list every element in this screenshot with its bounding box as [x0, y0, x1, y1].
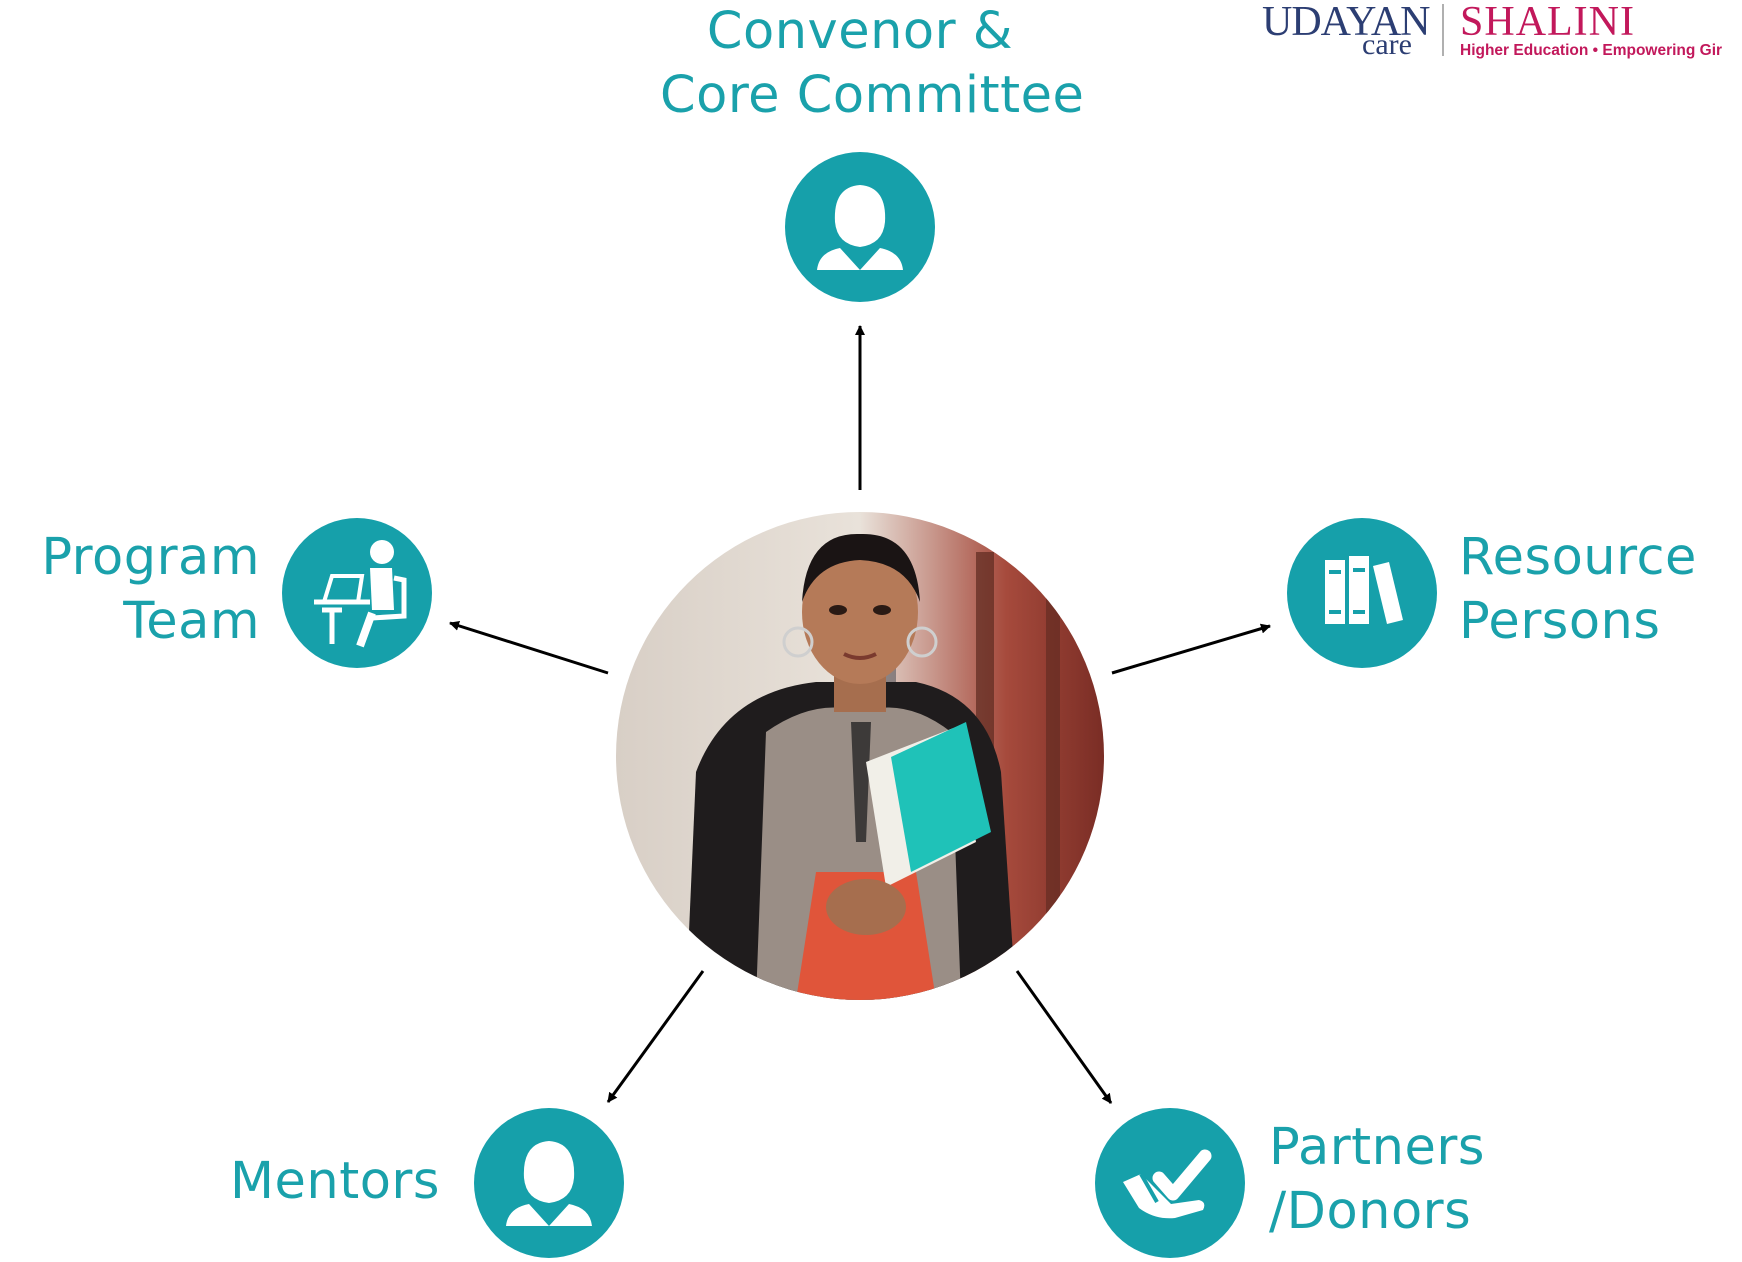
node-label-convenor-line2: Core Committee: [660, 66, 1085, 125]
logo-care: care: [1362, 28, 1412, 61]
person-at-laptop-icon: [314, 540, 407, 648]
node-program-team: [282, 518, 432, 668]
arrow-to-right: [1111, 623, 1271, 675]
node-label-partners-donors: Partners /Donors: [1269, 1116, 1485, 1244]
logo-udayan: UDAYAN: [1262, 0, 1430, 45]
node-label-program-team-line2: Team: [123, 592, 260, 651]
logo-shalini: SHALINI: [1460, 0, 1635, 45]
node-mentors: [474, 1108, 624, 1258]
node-label-partners-donors-line1: Partners: [1269, 1118, 1485, 1177]
logo: UDAYAN care SHALINI Higher Education • E…: [1262, 0, 1742, 66]
node-label-resource-persons-line1: Resource: [1459, 528, 1697, 587]
node-label-program-team: Program Team: [20, 526, 260, 654]
node-resource-persons: [1287, 518, 1437, 668]
node-label-convenor: Convenor & Core Committee: [660, 0, 1085, 128]
arrow-to-bottom-left: [606, 970, 705, 1103]
node-label-convenor-line1: Convenor &: [706, 2, 1014, 61]
node-label-mentors-line1: Mentors: [230, 1152, 440, 1211]
logo-tagline: Higher Education • Empowering Gir: [1460, 42, 1723, 59]
arrow-to-bottom-right: [1015, 970, 1113, 1104]
node-label-program-team-line1: Program: [41, 528, 260, 587]
student-photo: [616, 512, 1104, 1000]
node-label-resource-persons-line2: Persons: [1459, 592, 1661, 651]
books-icon: [1325, 556, 1403, 624]
logo-divider: [1442, 4, 1444, 56]
person-icon: [817, 185, 903, 270]
node-label-partners-donors-line2: /Donors: [1269, 1182, 1472, 1241]
person-icon: [506, 1141, 592, 1226]
node-label-mentors: Mentors: [230, 1150, 440, 1214]
node-label-resource-persons: Resource Persons: [1459, 526, 1697, 654]
hand-check-icon: [1123, 1149, 1212, 1219]
node-partners-donors: [1095, 1108, 1245, 1258]
node-convenor: [785, 152, 935, 302]
arrow-to-left: [449, 620, 609, 675]
